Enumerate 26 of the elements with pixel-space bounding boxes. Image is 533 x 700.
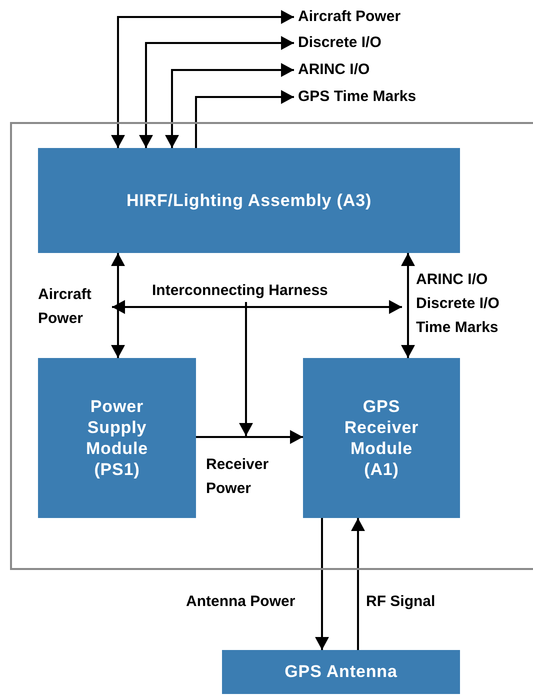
module-box: Power Supply Module (PS1) (38, 358, 196, 518)
edge-label: RF Signal (366, 592, 436, 612)
signal-label: Aircraft Power (298, 6, 428, 28)
edge-label: Antenna Power (186, 592, 296, 612)
signal-label: GPS Time Marks (298, 86, 448, 108)
edge-label: Aircraft Power (38, 285, 92, 329)
arrow (111, 10, 294, 148)
arrow (315, 518, 329, 650)
arrow (112, 300, 247, 314)
edge-label: ARINC I/O Discrete I/O Time Marks (416, 270, 500, 338)
arrow (351, 518, 365, 650)
edge-label: Receiver Power (206, 455, 270, 499)
module-box: GPS Receiver Module (A1) (303, 358, 460, 518)
arrow (401, 253, 415, 358)
harness-label: Interconnecting Harness (152, 280, 374, 302)
signal-label: Discrete I/O (298, 32, 428, 54)
arrow (195, 90, 294, 148)
antenna-box: GPS Antenna (222, 650, 460, 694)
arrow (196, 430, 303, 444)
signal-label: ARINC I/O (298, 59, 428, 81)
assembly-box: HIRF/Lighting Assembly (A3) (38, 148, 460, 253)
enclosure-frame (10, 122, 533, 570)
arrow (245, 300, 402, 314)
arrow (139, 36, 294, 148)
arrow (165, 63, 294, 148)
arrow (111, 253, 125, 358)
